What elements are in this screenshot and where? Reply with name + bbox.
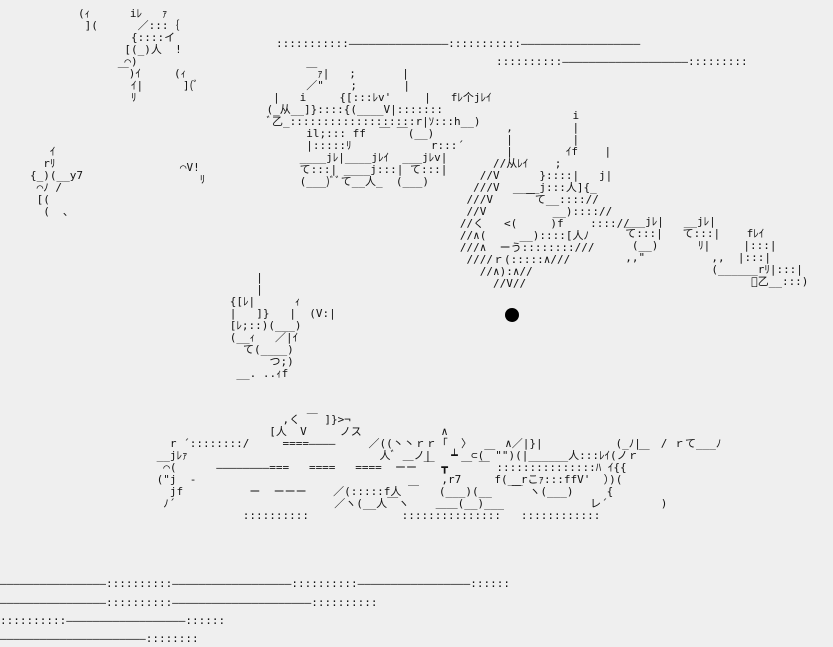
bottom-scene: ,く ￣ ]}>¬ [人 V ノス ∧ r ´::::::::/ ====———… — [156, 413, 722, 522]
top-center-cluster: ￣ｧ| ; | ／" ; | | i {[:::ﾚv' | fﾚ个jﾚｲ (_从… — [266, 67, 492, 188]
top-left-figure: (ｨ iﾚ ｧ ]( ／:::｛ {::::イ [(_)人 ! ⌒) ￣)ｲ (… — [78, 7, 199, 104]
eye-dot — [505, 308, 519, 322]
top-right-rule-2: ::::::::::———————————————————::::::::: — [496, 56, 748, 68]
bottom-rule-1: ————————————————::::::::::——————————————… — [0, 578, 510, 590]
right-figure: ___jﾚ| __jﾚ| て:::| て:::| fﾚｲ (__) ﾘ| |::… — [625, 215, 809, 288]
top-right-rule-1: :::::::::::———————————————:::::::::::———… — [276, 38, 641, 50]
bottom-rule-3: ::::::::::——————————————————:::::: — [0, 615, 226, 627]
left-side-mark: ⌒V! ﾘ — [179, 161, 206, 186]
mid-left-figure: | | {[ﾚ| ｨ | ]} | (V:| [ﾚ;::)(___) (__ｨ … — [229, 271, 336, 380]
center-eye-figure: i , | | | | ｲf | //从ﾚｲ ; //V }::::| j| /… — [459, 109, 630, 290]
bottom-rule-4: ——————————————————————:::::::: — [0, 633, 199, 645]
left-small-figure: ｲ rﾘ {_)(__y7 ⌒ﾉ / [( ( ､ — [30, 145, 83, 218]
bottom-rule-2: ————————————————::::::::::——————————————… — [0, 597, 378, 609]
